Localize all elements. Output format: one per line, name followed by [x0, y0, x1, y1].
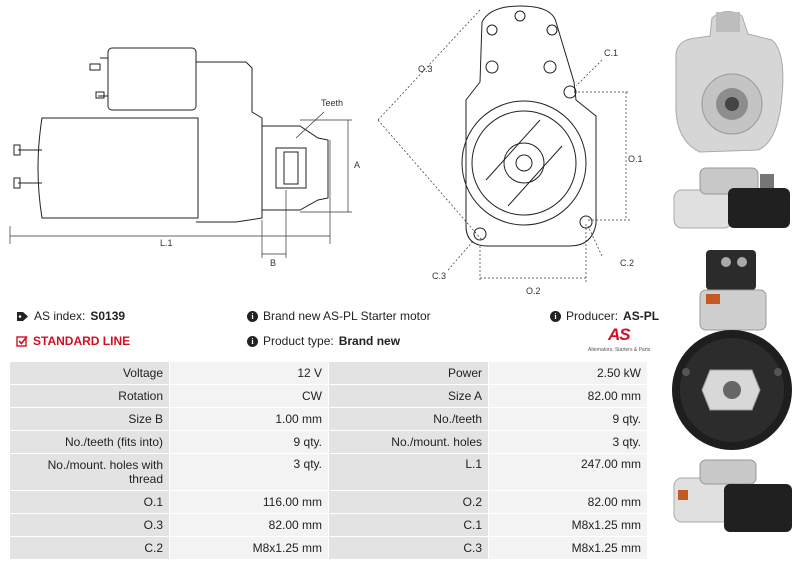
spec-value: 82.00 mm [489, 385, 648, 408]
spec-label: O.2 [329, 491, 489, 514]
spec-value: M8x1.25 mm [489, 514, 648, 537]
product-photo-side [673, 167, 790, 229]
c3-label: C.3 [432, 271, 446, 281]
table-row: No./teeth (fits into) 9 qty. No./mount. … [10, 431, 648, 454]
spec-label: Voltage [10, 362, 170, 385]
as-index-value: S0139 [90, 309, 126, 323]
product-photo-side-2 [673, 459, 792, 532]
spec-value: 1.00 mm [170, 408, 329, 431]
spec-label: Power [329, 362, 489, 385]
spec-label: C.3 [329, 537, 489, 560]
table-row: Rotation CW Size A 82.00 mm [10, 385, 648, 408]
spec-value: 116.00 mm [170, 491, 329, 514]
spec-value: 2.50 kW [489, 362, 648, 385]
c2-label: C.2 [620, 258, 634, 268]
product-photo-front [675, 11, 784, 153]
checkbox-icon [16, 335, 28, 347]
o2-label: O.2 [526, 286, 541, 296]
spec-value: 3 qty. [170, 454, 329, 491]
technical-drawing: Teeth A B L.1 O.3 O.1 O.2 C.1 C.2 C.3 [0, 0, 660, 300]
spec-value: 12 V [170, 362, 329, 385]
info-icon: i [247, 335, 258, 347]
logo-mark: AS [608, 325, 631, 344]
size-b-label: B [270, 258, 276, 268]
teeth-label: Teeth [321, 98, 343, 108]
table-row: O.3 82.00 mm C.1 M8x1.25 mm [10, 514, 648, 537]
length-l1-label: L.1 [160, 238, 173, 248]
c1-label: C.1 [604, 48, 618, 58]
table-row: O.1 116.00 mm O.2 82.00 mm [10, 491, 648, 514]
product-photos [660, 0, 800, 569]
table-row: No./mount. holes with thread 3 qty. L.1 … [10, 454, 648, 491]
spec-value: 9 qty. [489, 408, 648, 431]
logo-tagline: Alternators, Starters & Parts [588, 347, 651, 353]
info-icon: i [247, 310, 258, 322]
product-photo-rear [672, 330, 792, 450]
spec-value: 9 qty. [170, 431, 329, 454]
size-a-label: A [354, 160, 360, 170]
spec-label: O.1 [10, 491, 170, 514]
spec-label: Rotation [10, 385, 170, 408]
product-type: i Product type: Brand new [247, 334, 400, 348]
as-index-label: AS index: [34, 309, 86, 323]
spec-value: M8x1.25 mm [170, 537, 329, 560]
spec-value: M8x1.25 mm [489, 537, 648, 560]
producer: i Producer: AS-PL [550, 309, 659, 323]
producer-label: Producer: [566, 309, 619, 323]
standard-line: STANDARD LINE [16, 334, 130, 348]
o3-label: O.3 [418, 64, 433, 74]
producer-value: AS-PL [623, 309, 660, 323]
spec-label: No./mount. holes [329, 431, 489, 454]
spec-value: 82.00 mm [489, 491, 648, 514]
as-pl-logo: AS Alternators, Starters & Parts [588, 325, 650, 361]
as-index: AS index: S0139 [16, 309, 125, 323]
spec-value: 3 qty. [489, 431, 648, 454]
o1-label: O.1 [628, 154, 643, 164]
description: i Brand new AS-PL Starter motor [247, 309, 431, 323]
spec-value: 247.00 mm [489, 454, 648, 491]
spec-value: 82.00 mm [170, 514, 329, 537]
spec-label: O.3 [10, 514, 170, 537]
spec-label: No./teeth [329, 408, 489, 431]
product-type-value: Brand new [338, 334, 401, 348]
spec-label: C.2 [10, 537, 170, 560]
standard-line-label: STANDARD LINE [33, 334, 131, 348]
specs-table: Voltage 12 V Power 2.50 kW Rotation CW S… [10, 362, 648, 560]
spec-label: No./teeth (fits into) [10, 431, 170, 454]
table-row: Size B 1.00 mm No./teeth 9 qty. [10, 408, 648, 431]
spec-label: L.1 [329, 454, 489, 491]
spec-value: CW [170, 385, 329, 408]
spec-label: Size B [10, 408, 170, 431]
spec-label: No./mount. holes with thread [10, 454, 170, 491]
spec-label: C.1 [329, 514, 489, 537]
spec-label: Size A [329, 385, 489, 408]
table-row: C.2 M8x1.25 mm C.3 M8x1.25 mm [10, 537, 648, 560]
table-row: Voltage 12 V Power 2.50 kW [10, 362, 648, 385]
product-photo-top [699, 250, 767, 331]
description-text: Brand new AS-PL Starter motor [263, 309, 431, 323]
tag-icon [16, 311, 29, 322]
info-icon: i [550, 310, 561, 322]
product-type-label: Product type: [263, 334, 334, 348]
